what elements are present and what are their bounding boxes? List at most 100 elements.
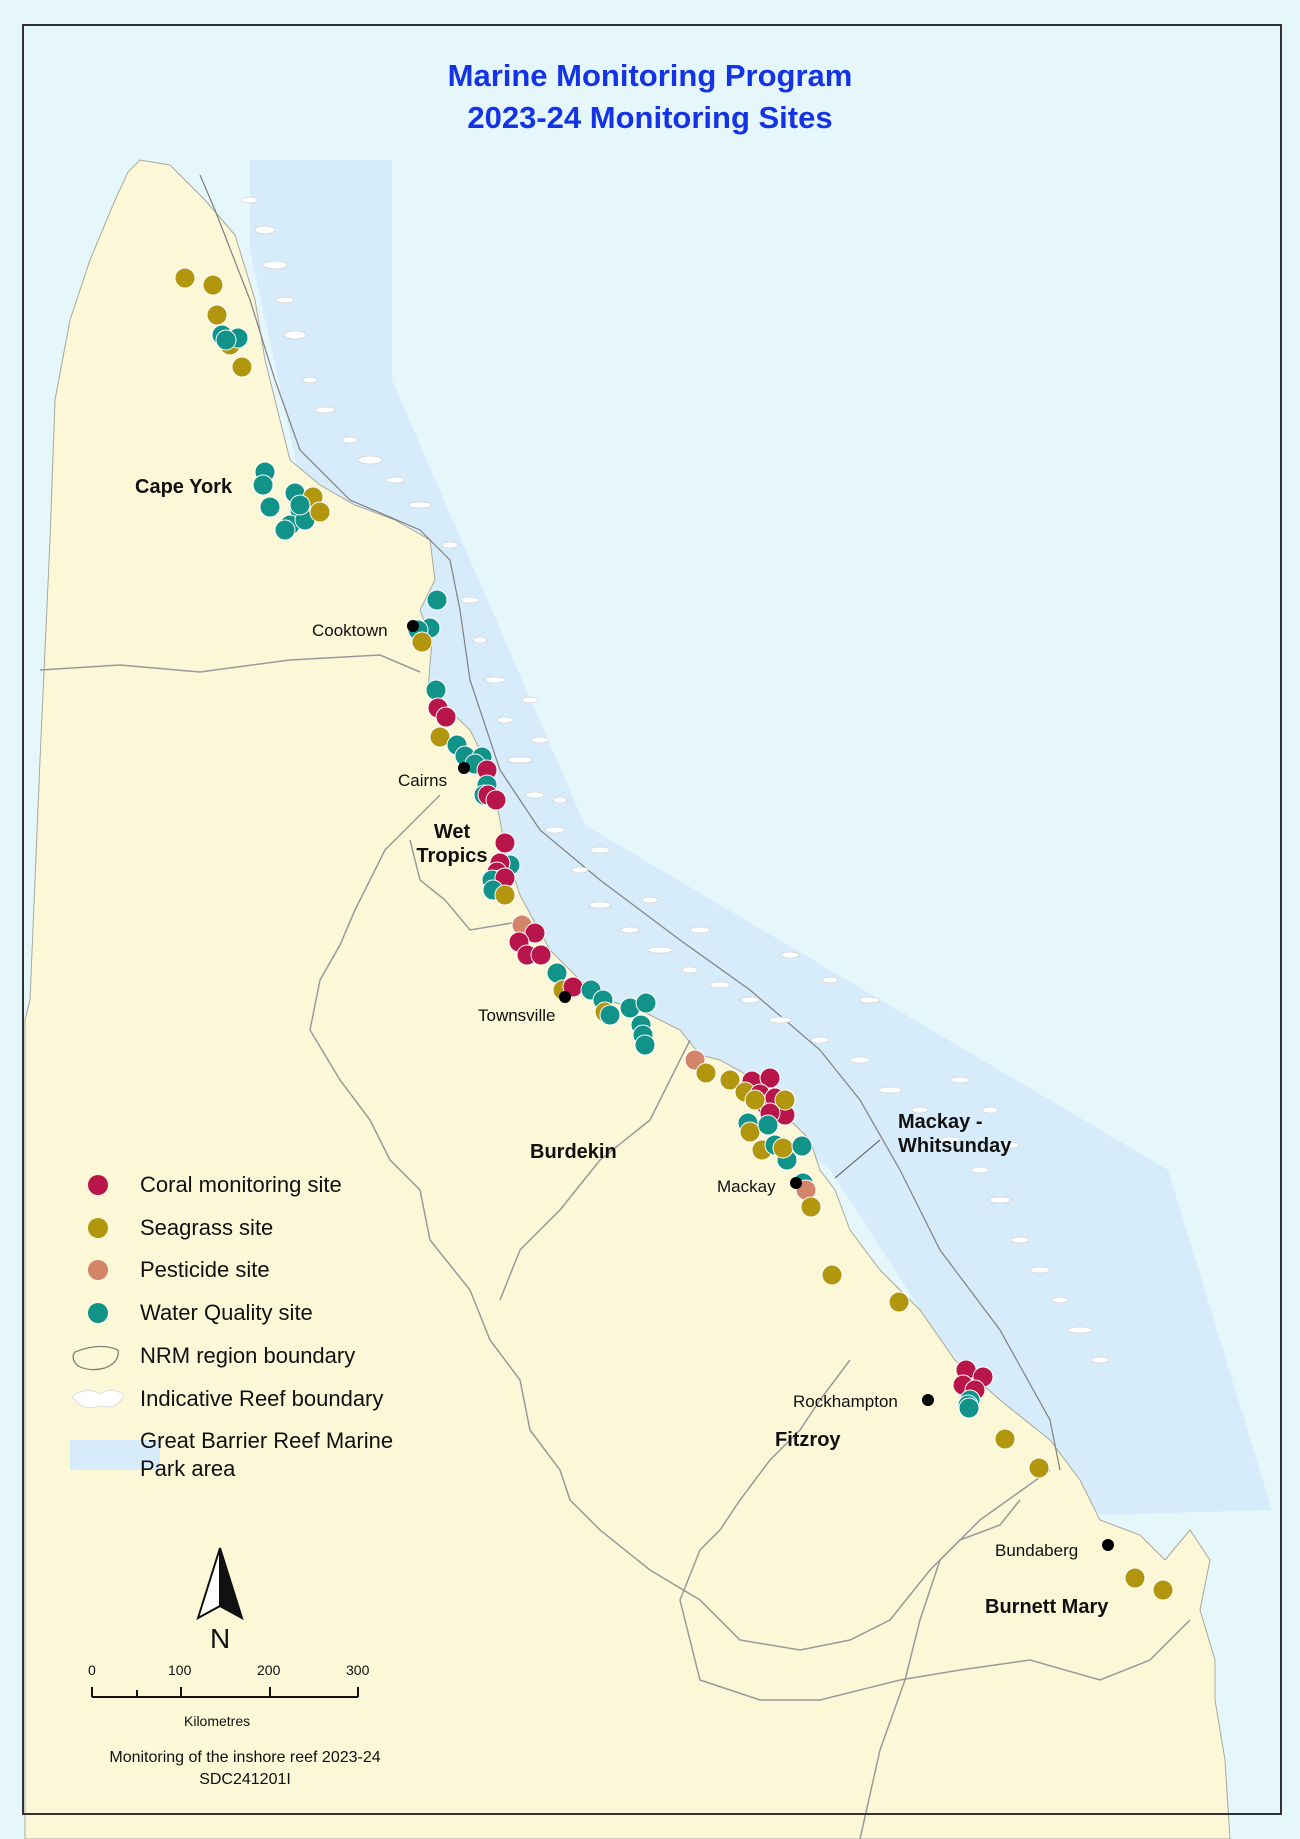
legend-reef-label: Indicative Reef boundary [140, 1386, 384, 1411]
north-arrow-label: N [210, 1623, 231, 1654]
region-label-burdekin: Burdekin [530, 1141, 617, 1163]
legend-park-symbol [70, 1440, 160, 1470]
region-label-fitzroy: Fitzroy [775, 1429, 841, 1451]
reef-fragment [254, 225, 276, 235]
water-quality-site-marker [635, 992, 657, 1014]
seagrass-site-marker [1028, 1457, 1050, 1479]
reef-fragment [970, 1166, 990, 1174]
scale-unit: Kilometres [184, 1713, 251, 1729]
seagrass-site-marker [719, 1069, 741, 1091]
reef-fragment [1000, 1141, 1020, 1149]
reef-fragment [949, 1076, 971, 1084]
map-border [22, 24, 1282, 1815]
coral-site-marker [435, 706, 457, 728]
reef-fragment [525, 791, 545, 799]
coral-site-marker [485, 789, 507, 811]
legend-park-label-1: Great Barrier Reef Marine [140, 1428, 394, 1453]
legend-park-label-2: Park area [140, 1456, 236, 1481]
reef-fragment [588, 901, 612, 909]
seagrass-site-marker [174, 267, 196, 289]
town-label-cairns: Cairns [398, 771, 448, 790]
reef-fragment [1010, 1236, 1030, 1244]
reef-fragment [507, 756, 533, 764]
reef-fragment [496, 716, 514, 724]
reef-fragment [385, 476, 405, 484]
coral-site-marker [759, 1067, 781, 1089]
seagrass-site-marker [494, 884, 516, 906]
reef-fragment [521, 696, 539, 704]
town-label-mackay: Mackay [717, 1177, 776, 1196]
reef-fragment [530, 736, 550, 744]
legend-seagrass-symbol [88, 1218, 108, 1238]
reef-fragment [647, 946, 673, 954]
reef-fragment [1051, 1296, 1069, 1304]
reef-fragment [357, 455, 383, 465]
reef-fragment [472, 636, 488, 644]
marine-park-area [250, 160, 1272, 1515]
legend-seagrass-label: Seagrass site [140, 1215, 274, 1240]
water-quality-site-marker [259, 496, 281, 518]
coral-site-marker [524, 922, 546, 944]
scale-tick-0: 0 [88, 1662, 96, 1678]
reef-fragment [1090, 1356, 1110, 1364]
town-dot-bundaberg [1102, 1539, 1114, 1551]
water-quality-site-marker [958, 1397, 980, 1419]
seagrass-site-marker [429, 726, 451, 748]
scale-bar [91, 1687, 359, 1698]
title-line-2: 2023-24 Monitoring Sites [467, 100, 833, 135]
seagrass-site-marker [231, 356, 253, 378]
reef-boundary-line [199, 174, 1061, 1471]
reef-fragment [877, 1086, 903, 1094]
town-dot-cooktown [407, 620, 419, 632]
reef-fragment [859, 996, 881, 1004]
region-label-mackay-whitsunday: Mackay - Whitsunday [898, 1111, 1012, 1157]
water-quality-site-marker [425, 679, 447, 701]
region-label-wet-tropics: Wet Tropics [416, 821, 488, 867]
nrm-boundaries [39, 654, 1191, 1839]
reef-fragment [571, 866, 589, 874]
water-quality-site-marker [289, 494, 311, 516]
reef-fragment [768, 1016, 792, 1024]
town-dot-townsville [559, 991, 571, 1003]
reef-fragment [275, 296, 295, 304]
reef-fragment [620, 926, 640, 934]
town-label-rockhampton: Rockhampton [793, 1392, 898, 1411]
reef-fragment [981, 1106, 999, 1114]
reef-fragment [911, 1106, 929, 1114]
footer-line-1: Monitoring of the inshore reef 2023-24 [109, 1749, 381, 1766]
region-label-cape-york: Cape York [135, 476, 233, 498]
reef-fragment [283, 330, 307, 340]
town-label-cooktown: Cooktown [312, 621, 388, 640]
reef-shapes [241, 196, 1110, 1364]
reef-fragment [460, 596, 480, 604]
reef-fragment [589, 846, 611, 854]
seagrass-site-marker [994, 1428, 1016, 1450]
seagrass-site-marker [1152, 1579, 1174, 1601]
reef-fragment [314, 406, 336, 414]
legend-reef-symbol [71, 1389, 125, 1409]
coral-site-marker [494, 832, 516, 854]
seagrass-site-marker [800, 1196, 822, 1218]
seagrass-site-marker [821, 1264, 843, 1286]
reef-fragment [821, 976, 839, 984]
water-quality-site-marker [634, 1034, 656, 1056]
seagrass-site-marker [309, 501, 331, 523]
reef-fragment [1067, 1326, 1093, 1334]
water-quality-site-marker [791, 1135, 813, 1157]
reef-fragment [849, 1056, 871, 1064]
seagrass-site-marker [739, 1121, 761, 1143]
reef-fragment [689, 926, 711, 934]
scale-tick-200: 200 [257, 1662, 281, 1678]
water-quality-site-marker [252, 474, 274, 496]
seagrass-site-marker [695, 1062, 717, 1084]
reef-fragment [341, 436, 359, 444]
legend-wq-label: Water Quality site [140, 1300, 313, 1325]
town-label-townsville: Townsville [478, 1006, 556, 1025]
town-dots [407, 620, 1114, 1551]
reef-fragment [1029, 1266, 1051, 1274]
legend-symbols [70, 1175, 160, 1470]
water-quality-site-marker [215, 329, 237, 351]
seagrass-site-marker [888, 1291, 910, 1313]
water-quality-site-marker [274, 519, 296, 541]
reef-fragment [302, 376, 318, 384]
